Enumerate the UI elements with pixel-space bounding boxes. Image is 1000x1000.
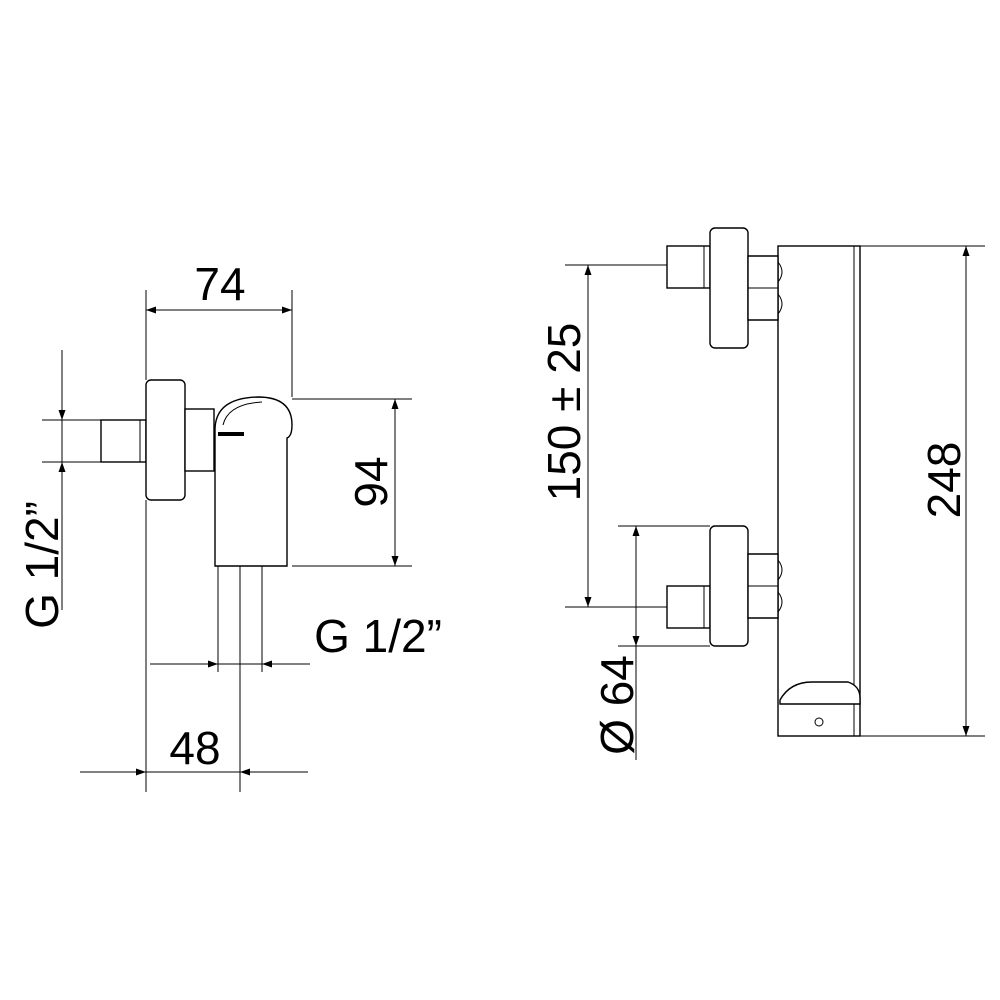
front-body	[777, 245, 861, 737]
side-view: 74 94 G 1/2” G 1/2” 48	[16, 258, 442, 792]
dim-248-label: 248	[918, 442, 970, 519]
dim-94-label: 94	[345, 456, 397, 507]
nut	[184, 408, 215, 472]
inlet-thread-label: G 1/2”	[16, 501, 68, 629]
mixer-body	[214, 396, 293, 567]
dim-150-label: 150 ± 25	[538, 323, 590, 502]
lower-inlet-stub	[666, 585, 711, 629]
brand-logo	[218, 432, 244, 436]
dim-74-label: 74	[194, 258, 245, 310]
inlet-stub	[100, 419, 147, 463]
dim-64-label: Ø 64	[591, 655, 643, 755]
outlet-thread-label: G 1/2”	[314, 610, 442, 662]
lower-rosette	[709, 525, 749, 647]
upper-rosette	[709, 227, 749, 349]
front-view: 150 ± 25 Ø 64 248	[538, 227, 985, 760]
spout-aerator	[814, 717, 824, 727]
wall-rosette	[145, 379, 186, 501]
front-spout	[779, 681, 861, 705]
dim-48-label: 48	[169, 722, 220, 774]
